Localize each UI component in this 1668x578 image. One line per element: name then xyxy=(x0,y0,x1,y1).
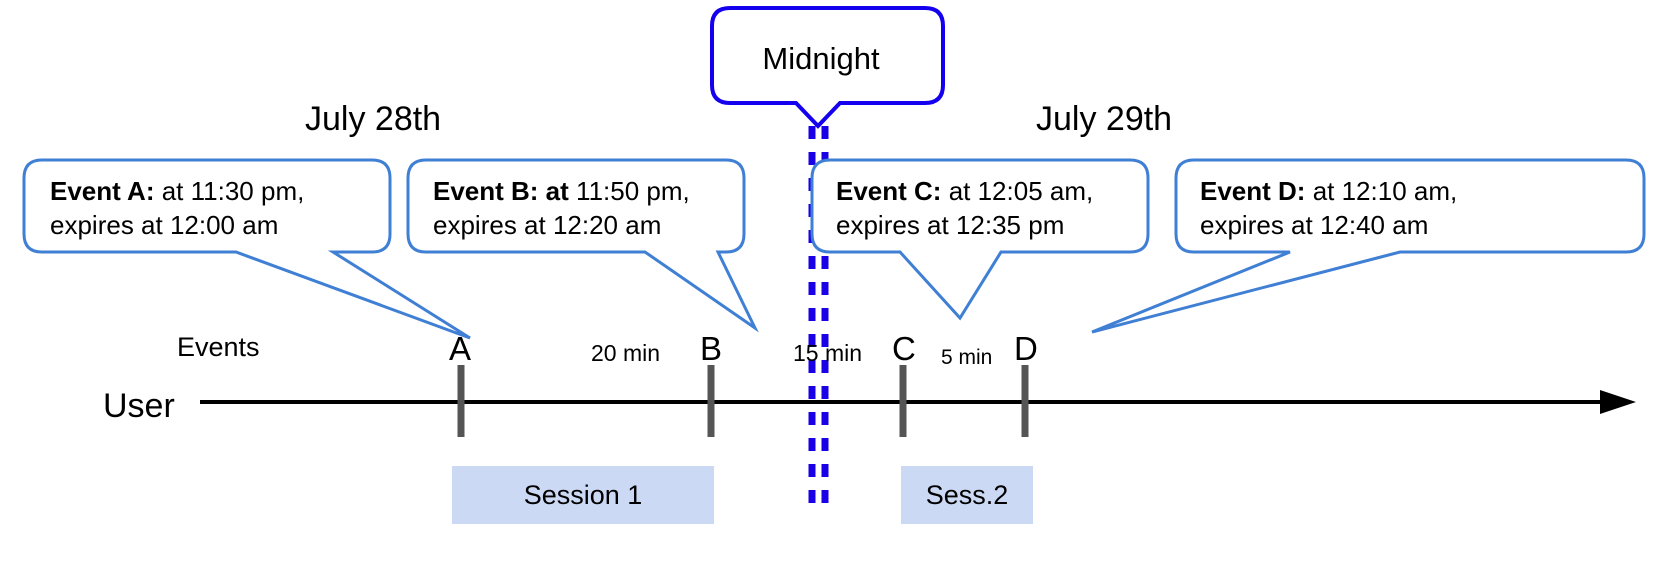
timeline-axis xyxy=(200,390,1636,414)
gap-label-a-b: 20 min xyxy=(591,340,661,366)
gap-label-c-d: 5 min xyxy=(941,346,993,369)
event-d-bold: Event D: xyxy=(1200,176,1306,206)
event-c-callout-text: Event C: at 12:05 am, expires at 12:35 p… xyxy=(836,174,1151,243)
user-row-label: User xyxy=(103,387,175,425)
event-c-callout-shape xyxy=(810,158,1150,321)
event-a-line2: expires at 12:00 am xyxy=(50,210,279,241)
marker-letter-b: B xyxy=(700,330,723,367)
event-a-callout-shape xyxy=(22,158,471,340)
event-d-line1: at 12:10 am, xyxy=(1305,176,1458,206)
date-label-july-29: July 29th xyxy=(1036,100,1173,138)
event-b-callout-shape xyxy=(406,158,759,333)
event-b-callout-text: Event B: at 11:50 pm, expires at 12:20 a… xyxy=(433,174,743,243)
date-label-july-28: July 28th xyxy=(305,100,442,138)
event-b-bold: Event B: at xyxy=(433,176,569,206)
midnight-callout-shape xyxy=(710,6,945,129)
session-2-label: Sess.2 xyxy=(925,479,1009,510)
event-b-line1: 11:50 pm, xyxy=(568,176,690,206)
marker-letter-d: D xyxy=(1014,330,1038,367)
gap-label-b-c: 15 min xyxy=(793,340,863,366)
marker-letter-c: C xyxy=(892,330,916,367)
events-row-label: Events xyxy=(177,332,260,362)
event-c-line2: expires at 12:35 pm xyxy=(836,210,1065,241)
session-box-2: Sess.2 xyxy=(901,466,1033,524)
event-c-line1: at 12:05 am, xyxy=(941,176,1094,206)
session-1-label: Session 1 xyxy=(523,479,643,510)
session-box-1: Session 1 xyxy=(452,466,714,524)
event-a-bold: Event A: xyxy=(50,176,155,206)
event-b-line2: expires at 12:20 am xyxy=(433,210,662,241)
event-d-callout-text: Event D: at 12:10 am, expires at 12:40 a… xyxy=(1200,174,1650,243)
marker-letter-a: A xyxy=(449,330,472,367)
event-c-bold: Event C: xyxy=(836,176,942,206)
event-a-callout-text: Event A: at 11:30 pm, expires at 12:00 a… xyxy=(50,174,390,243)
event-a-line1: at 11:30 pm, xyxy=(154,176,305,206)
midnight-label: Midnight xyxy=(762,41,880,76)
event-d-callout-shape xyxy=(1091,158,1646,334)
event-d-line2: expires at 12:40 am xyxy=(1200,210,1429,241)
